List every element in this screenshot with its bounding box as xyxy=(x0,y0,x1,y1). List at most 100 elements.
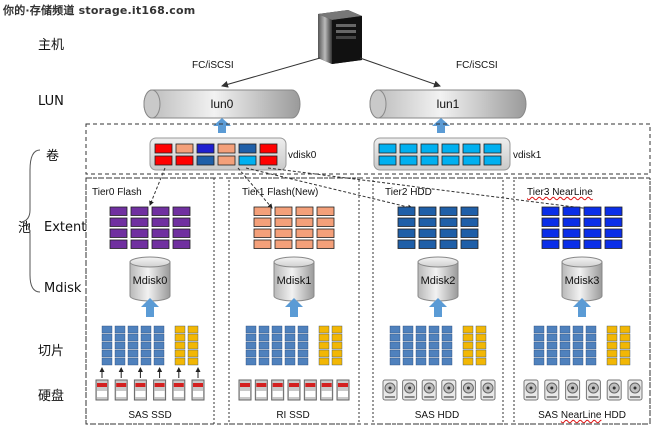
extent-block xyxy=(583,239,602,249)
slice-block xyxy=(127,357,139,366)
extent-block xyxy=(253,239,272,249)
slice-block xyxy=(559,349,571,358)
slice-block xyxy=(127,349,139,358)
slice-block xyxy=(441,333,453,342)
mdisk-label: Mdisk0 xyxy=(133,275,168,287)
extent-block xyxy=(109,206,128,216)
extent-block xyxy=(562,217,581,227)
volume-region xyxy=(85,123,651,175)
tier0-disk-type-wrap: SAS SSD xyxy=(86,410,214,421)
slice-block xyxy=(153,341,165,350)
ssd-label-stripe xyxy=(193,383,203,387)
slice-block xyxy=(258,341,270,350)
slice-block xyxy=(462,349,474,358)
extent-block xyxy=(253,228,272,238)
extent-block xyxy=(295,228,314,238)
mdisk-label: Mdisk1 xyxy=(277,275,312,287)
slice-block xyxy=(187,341,199,350)
slice-block xyxy=(585,349,597,358)
lun1-cylinder xyxy=(369,89,527,119)
protocol-label-left: FC/iSCSI xyxy=(192,60,234,71)
row-label-lun: LUN xyxy=(38,94,64,109)
ssd-label-sticker xyxy=(154,391,165,397)
slice-block xyxy=(318,325,330,334)
extent-block xyxy=(562,206,581,216)
ssd-label-stripe xyxy=(154,383,165,387)
slice-block xyxy=(140,325,152,334)
slice-block xyxy=(114,357,126,366)
extent-block xyxy=(109,239,128,249)
slice-to-mdisk-arrow xyxy=(290,305,298,317)
vdisk0-cell xyxy=(259,155,278,166)
vdisk1-cell xyxy=(483,155,502,166)
ssd-label-sticker xyxy=(305,391,316,397)
extent-block xyxy=(604,228,623,238)
slice-block xyxy=(533,325,545,334)
hdd-connector xyxy=(443,396,454,398)
slice-block xyxy=(585,357,597,366)
slice-block xyxy=(153,349,165,358)
extent-mapping-lines xyxy=(149,167,599,212)
slice-block xyxy=(389,333,401,342)
slice-block xyxy=(101,341,113,350)
slice-to-mdisk-arrowhead xyxy=(573,298,591,307)
slice-block xyxy=(606,349,618,358)
slice-block xyxy=(101,349,113,358)
extent-block xyxy=(439,217,458,227)
vdisk1-cell xyxy=(441,143,460,154)
slice-block xyxy=(271,325,283,334)
slice-block xyxy=(475,349,487,358)
slice-block xyxy=(389,325,401,334)
slice-block xyxy=(559,341,571,350)
row-label-disk: 硬盘 xyxy=(38,389,65,404)
extent-block xyxy=(439,206,458,216)
slice-block xyxy=(101,333,113,342)
slice-block xyxy=(101,325,113,334)
extent-block xyxy=(604,206,623,216)
slice-block xyxy=(533,357,545,366)
vdisk0-cell xyxy=(154,143,173,154)
hdd-spindle xyxy=(486,386,490,390)
hdd-spindle xyxy=(427,386,431,390)
extent-block xyxy=(583,217,602,227)
slice-block xyxy=(331,341,343,350)
slice-block xyxy=(187,325,199,334)
extent-block xyxy=(562,228,581,238)
slice-block xyxy=(441,349,453,358)
hdd-spindle xyxy=(466,386,470,390)
slice-block xyxy=(331,333,343,342)
extent-block xyxy=(151,228,170,238)
extent-block xyxy=(151,239,170,249)
slice-block xyxy=(245,357,257,366)
extent-block xyxy=(130,228,149,238)
slice-block xyxy=(114,349,126,358)
slice-block xyxy=(415,341,427,350)
extent-block xyxy=(295,217,314,227)
slice-block xyxy=(297,325,309,334)
slice-block xyxy=(389,341,401,350)
hdd-connector xyxy=(385,396,395,398)
host-to-lun1-line xyxy=(359,57,441,88)
row-label-slice: 切片 xyxy=(38,344,65,359)
slice-block xyxy=(619,325,631,334)
mdisk-cylinder-top xyxy=(273,256,315,268)
tier2-disk-type-wrap: SAS HDD xyxy=(373,410,501,421)
slice-block xyxy=(297,341,309,350)
mdisk-cylinder-top xyxy=(561,256,603,268)
slice-block xyxy=(428,325,440,334)
vdisk0-cell xyxy=(238,155,257,166)
slice-block xyxy=(174,325,186,334)
slice-block xyxy=(153,325,165,334)
slice-block xyxy=(462,333,474,342)
ssd-label-sticker xyxy=(135,391,146,397)
hdd-spindle xyxy=(408,386,412,390)
slice-block xyxy=(258,357,270,366)
slice-block xyxy=(606,333,618,342)
vdisk1-cell xyxy=(441,155,460,166)
extent-block xyxy=(460,239,479,249)
extent-block xyxy=(439,239,458,249)
slice-block xyxy=(245,333,257,342)
hdd-spindle xyxy=(550,386,554,390)
extent-block xyxy=(316,239,335,249)
slice-block xyxy=(284,349,296,358)
